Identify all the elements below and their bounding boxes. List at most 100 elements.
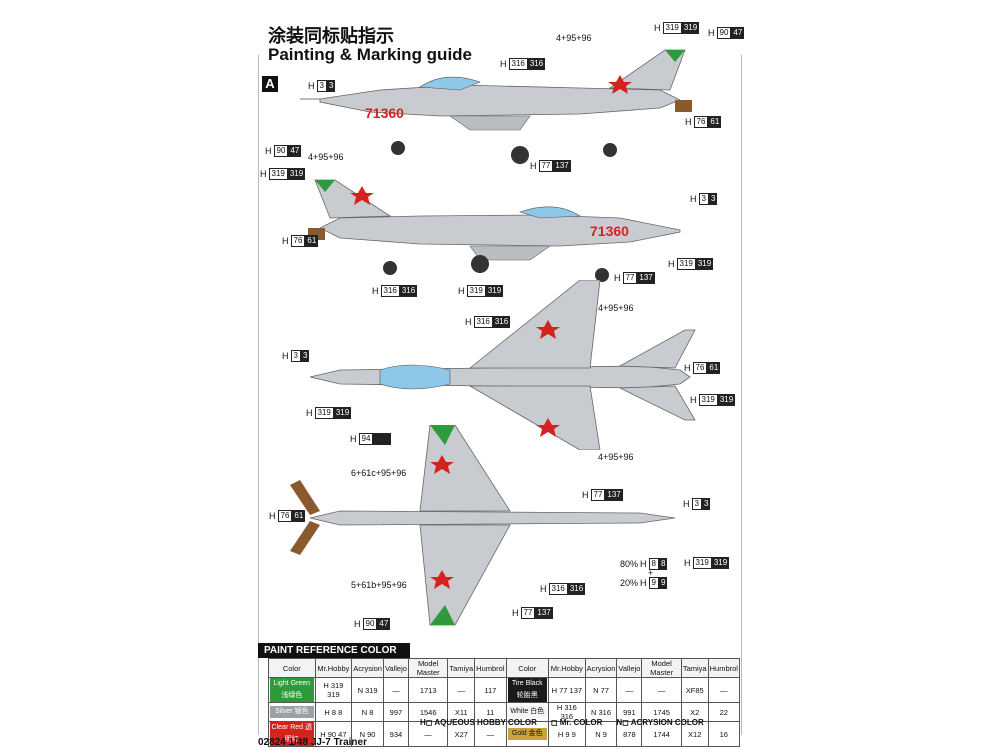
- serial-number-right: 71360: [590, 223, 629, 239]
- paint-reference-title: PAINT REFERENCE COLOR: [258, 643, 410, 658]
- paint-cell: N 90: [351, 721, 384, 747]
- paint-cell: 997: [382, 702, 409, 722]
- paint-cell: X12: [680, 721, 709, 747]
- paint-cell: —: [447, 677, 476, 703]
- callout-4-95-96-top2: 4+95+96: [598, 452, 634, 462]
- paint-cell: —: [474, 721, 507, 747]
- color-swatch: Light Green 浅绿色: [270, 678, 314, 702]
- paint-cell: Tire Black 轮胎黑: [505, 677, 550, 703]
- paint-col-header: Tamiya: [447, 658, 476, 678]
- paint-cell: 1744: [641, 721, 682, 747]
- callout-6-61c-95-96: 6+61c+95+96: [351, 468, 407, 478]
- paint-cell: Clear Red 透明红: [268, 721, 316, 747]
- callout-5-61b-95-96: 5+61b+95+96: [351, 580, 407, 590]
- paint-cell: 878: [616, 721, 643, 747]
- footer-title: 02824 1/48 JJ-7 Trainer: [258, 737, 367, 748]
- paint-cell: —: [707, 677, 741, 703]
- paint-cell: XF85: [680, 677, 709, 703]
- paint-cell: —: [616, 677, 643, 703]
- paint-col-header: Mr.Hobby: [314, 658, 353, 678]
- paint-col-header: Model Master: [641, 658, 682, 678]
- paint-cell: H 77 137: [548, 677, 586, 703]
- side-view-right: 71360: [308, 179, 681, 282]
- top-view: [309, 280, 696, 450]
- paint-cell: H 8 8: [314, 702, 353, 722]
- legend-hobby: H◻ AQUEOUS HOBBY COLOR: [420, 718, 537, 727]
- paint-cell: H 319 319: [314, 677, 353, 703]
- paint-col-header: Tamiya: [680, 658, 709, 678]
- paint-cell: 934: [382, 721, 409, 747]
- paint-cell: N 319: [351, 677, 384, 703]
- paint-col-header: Acrysion: [351, 658, 384, 678]
- title-english: Painting & Marking guide: [268, 45, 473, 64]
- star-insignia: [608, 75, 632, 94]
- paint-col-header: Model Master: [407, 658, 449, 678]
- plus-sign: +: [648, 568, 654, 578]
- paint-cell: N 8: [351, 702, 384, 722]
- color-swatch: Silver 银色: [270, 706, 314, 718]
- callout-4-95-96-side2: 4+95+96: [308, 152, 344, 162]
- side-view-left: 71360: [300, 49, 692, 164]
- paint-col-header: Humbrol: [707, 658, 741, 678]
- scheme-badge: A: [262, 76, 278, 92]
- paint-col-header: Vallejo: [382, 658, 409, 678]
- title-chinese: 涂装同标贴指示: [268, 26, 394, 47]
- color-swatch: Tire Black 轮胎黑: [507, 678, 548, 702]
- color-swatch: Gold 金色: [507, 728, 548, 740]
- paint-cell: Gold 金色: [505, 721, 550, 747]
- paint-cell: 22: [707, 702, 741, 722]
- paint-cell: 1713: [407, 677, 449, 703]
- paint-cell: N 77: [584, 677, 618, 703]
- bottom-view: [290, 425, 676, 626]
- paint-col-header: Vallejo: [616, 658, 643, 678]
- paint-col-header: Color: [268, 658, 316, 678]
- legend-acrysion: N◻ ACRYSION COLOR: [616, 718, 704, 727]
- paint-cell: 16: [707, 721, 741, 747]
- paint-cell: —: [407, 721, 449, 747]
- paint-cell: X27: [447, 721, 476, 747]
- frame-right-line: [741, 55, 742, 735]
- color-swatch: White 白色: [507, 706, 548, 718]
- paint-col-header: Mr.Hobby: [548, 658, 586, 678]
- callout-4-95-96: 4+95+96: [556, 33, 592, 43]
- paint-cell: 117: [474, 677, 507, 703]
- paint-cell: Light Green 浅绿色: [268, 677, 316, 703]
- frame-left-line: [258, 55, 259, 735]
- paint-legend: H◻ AQUEOUS HOBBY COLOR ◻ Mr. COLOR N◻ AC…: [420, 718, 704, 727]
- callout-4-95-96-top: 4+95+96: [598, 303, 634, 313]
- paint-col-header: Humbrol: [474, 658, 507, 678]
- color-swatch: Clear Red 透明红: [270, 722, 314, 746]
- paint-cell: Silver 银色: [268, 702, 316, 722]
